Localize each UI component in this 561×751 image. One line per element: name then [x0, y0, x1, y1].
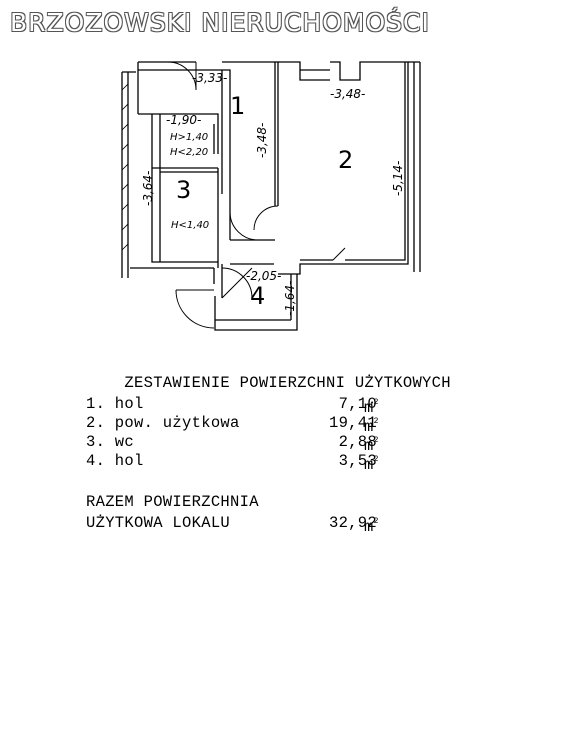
wall-right-ext	[408, 61, 421, 272]
wall-room1-left	[138, 69, 231, 194]
summary-item-1-value: 7,10	[338, 395, 377, 413]
summary-total-line2: UŻYTKOWA LOKALU	[86, 514, 231, 532]
summary-item-3-unit: m2	[364, 436, 379, 456]
watermark-logo: BRZOZOWSKI NIERUCHOMOŚCI	[10, 8, 430, 37]
door-right-bottom	[253, 205, 279, 231]
dim-room1-height: -3,48-	[255, 123, 269, 158]
room-number-2: 2	[338, 146, 353, 174]
summary-item-3-value: 2,88	[338, 433, 377, 451]
column-hatch	[121, 83, 129, 251]
door-lower-left	[175, 289, 215, 329]
summary-item-3-label: 3. wc	[86, 433, 135, 451]
summary-title: ZESTAWIENIE POWIERZCHNI UŻYTKOWYCH	[124, 374, 451, 392]
room-number-1: 1	[230, 92, 245, 120]
summary-item-2-label: 2. pow. użytkowa	[86, 414, 240, 432]
summary-total-line1: RAZEM POWIERZCHNIA	[86, 493, 259, 511]
door-room2	[332, 247, 346, 261]
summary-item-4-value: 3,53	[338, 452, 377, 470]
dim-room4-width: -2,05-	[246, 269, 281, 283]
height-note-hall-below: H<2,20	[170, 147, 208, 158]
dim-room4-height: -1,64-	[283, 281, 297, 316]
room-number-3: 3	[176, 176, 191, 204]
wall-left-strip	[121, 71, 136, 278]
dim-hall-width: -1,90-	[166, 113, 201, 127]
summary-item-1-unit: m2	[364, 398, 379, 418]
dim-room3-height: -3,64-	[141, 171, 155, 206]
wall-room2	[278, 61, 409, 275]
summary-item-2-value: 19,41	[328, 414, 377, 432]
wall-room4	[214, 263, 298, 331]
summary-total-value: 32,92	[328, 514, 377, 532]
wall-lower-left	[127, 267, 215, 284]
dim-room2-height: -5,14-	[391, 161, 405, 196]
wall-hall-right	[213, 124, 219, 154]
summary-item-2-unit: m2	[364, 417, 379, 437]
dim-room1-width: -3,33-	[192, 71, 227, 85]
floor-plan: 1 2 3 4 -3,33- -3,48- -1,90- -2,05- -3,4…	[121, 61, 421, 331]
summary-item-4-unit: m2	[364, 455, 379, 475]
door-room4	[221, 267, 253, 299]
room-number-4: 4	[250, 282, 265, 310]
height-note-room3: H<1,40	[171, 220, 209, 231]
door-entrance	[167, 61, 197, 91]
height-note-hall-above: H>1,40	[170, 132, 208, 143]
wall-hall	[138, 113, 219, 263]
dim-room2-width: -3,48-	[330, 87, 365, 101]
wall-room1-bottom	[229, 194, 275, 241]
door-room1-bottom	[229, 211, 259, 241]
summary-total-unit: m2	[364, 517, 379, 537]
summary-item-4-label: 4. hol	[86, 452, 144, 470]
wall-outer	[137, 61, 279, 206]
wall-room2-inner	[300, 62, 406, 261]
summary-item-1-label: 1. hol	[86, 395, 144, 413]
